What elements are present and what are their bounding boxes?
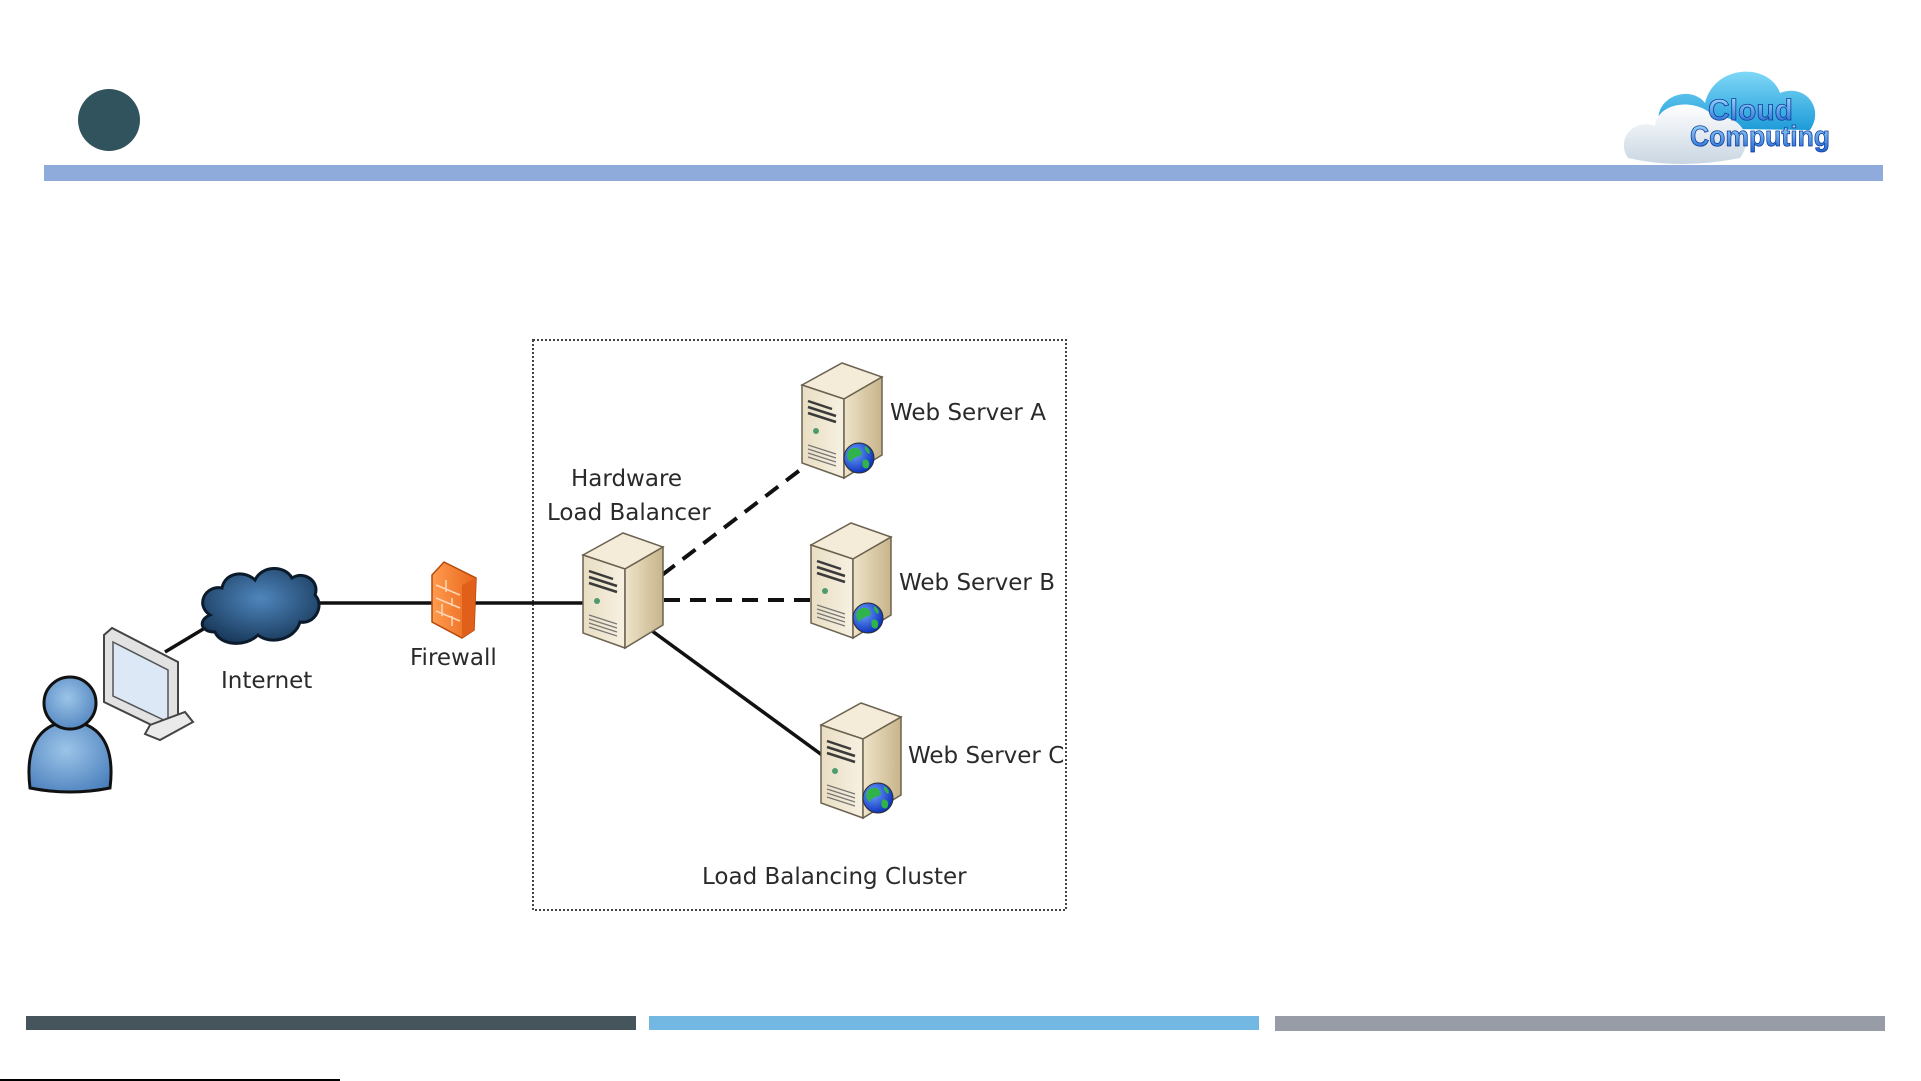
load-balancer-server-icon bbox=[581, 531, 665, 650]
load-balancing-cluster-boundary bbox=[532, 339, 1067, 911]
globe-icon bbox=[852, 602, 884, 634]
bottom-edge-line bbox=[0, 1079, 340, 1081]
connection-load-balancer-web-server-a bbox=[660, 468, 802, 577]
internet-cloud-icon bbox=[200, 567, 321, 645]
globe-icon bbox=[862, 782, 894, 814]
web-server-b-icon bbox=[809, 521, 893, 640]
monitor-icon bbox=[103, 626, 195, 742]
web-server-b-label: Web Server B bbox=[899, 570, 1055, 596]
web-server-a-label: Web Server A bbox=[890, 400, 1046, 426]
firewall-label: Firewall bbox=[410, 645, 497, 671]
user-icon bbox=[27, 675, 113, 794]
connection-load-balancer-web-server-c bbox=[646, 626, 824, 757]
footer-bar-dark bbox=[26, 1016, 636, 1030]
web-server-a-icon bbox=[800, 361, 884, 480]
cloud-icon bbox=[1623, 71, 1816, 164]
cloud-computing-logo: Cloud Computing bbox=[1623, 71, 1830, 164]
header-bar bbox=[44, 165, 1883, 181]
footer-bar-gray bbox=[1275, 1016, 1885, 1031]
firewall-icon bbox=[431, 561, 477, 639]
logo-text-computing: Computing bbox=[1690, 121, 1830, 153]
title-bullet bbox=[78, 89, 140, 151]
load-balancer-label-line1: Hardware bbox=[571, 466, 682, 492]
load-balancer-label-line2: Load Balancer bbox=[547, 500, 711, 526]
internet-label: Internet bbox=[221, 668, 312, 694]
logo-text-cloud: Cloud bbox=[1708, 94, 1793, 127]
footer-bar-blue bbox=[649, 1016, 1259, 1030]
globe-icon bbox=[843, 442, 875, 474]
cluster-label: Load Balancing Cluster bbox=[702, 864, 967, 890]
web-server-c-icon bbox=[819, 701, 903, 820]
web-server-c-label: Web Server C bbox=[908, 743, 1064, 769]
